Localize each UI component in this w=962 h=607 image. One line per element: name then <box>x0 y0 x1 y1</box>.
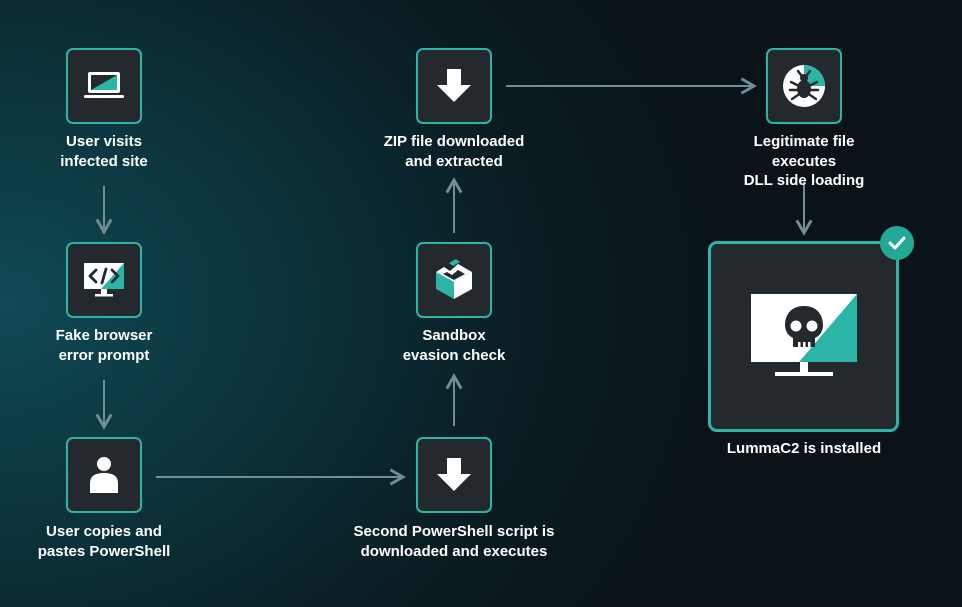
user-icon <box>90 457 118 493</box>
step-second-label: Second PowerShell script is downloaded a… <box>353 523 555 560</box>
checkmark-icon <box>888 236 906 250</box>
installed-check-badge <box>880 226 914 260</box>
sandbox-box-icon <box>436 259 472 299</box>
skull-monitor-icon <box>750 293 857 376</box>
bug-icon <box>783 65 825 107</box>
laptop-icon <box>84 72 124 98</box>
step-sandbox-label: Sandbox evasion check <box>402 327 506 364</box>
download-arrow-icon <box>437 458 471 491</box>
step-zip-label: ZIP file downloaded and extracted <box>383 133 525 170</box>
step-visit-tile <box>66 48 142 124</box>
step-sandbox-tile <box>416 242 492 318</box>
step-legit-label: Legitimate file executes DLL side loadin… <box>743 133 865 189</box>
step-fake-label: Fake browser error prompt <box>55 327 153 364</box>
step-visit-label: User visits infected site <box>60 133 148 170</box>
step-second-tile <box>416 437 492 513</box>
step-zip-tile <box>416 48 492 124</box>
step-legit-tile <box>766 48 842 124</box>
step-fake-tile <box>66 242 142 318</box>
step-copy-label: User copies and pastes PowerShell <box>37 523 171 560</box>
code-monitor-icon <box>84 263 124 297</box>
step-lumma-label: LummaC2 is installed <box>726 440 882 457</box>
step-lumma-tile <box>708 241 899 432</box>
step-copy-tile <box>66 437 142 513</box>
download-arrow-icon <box>437 69 471 102</box>
